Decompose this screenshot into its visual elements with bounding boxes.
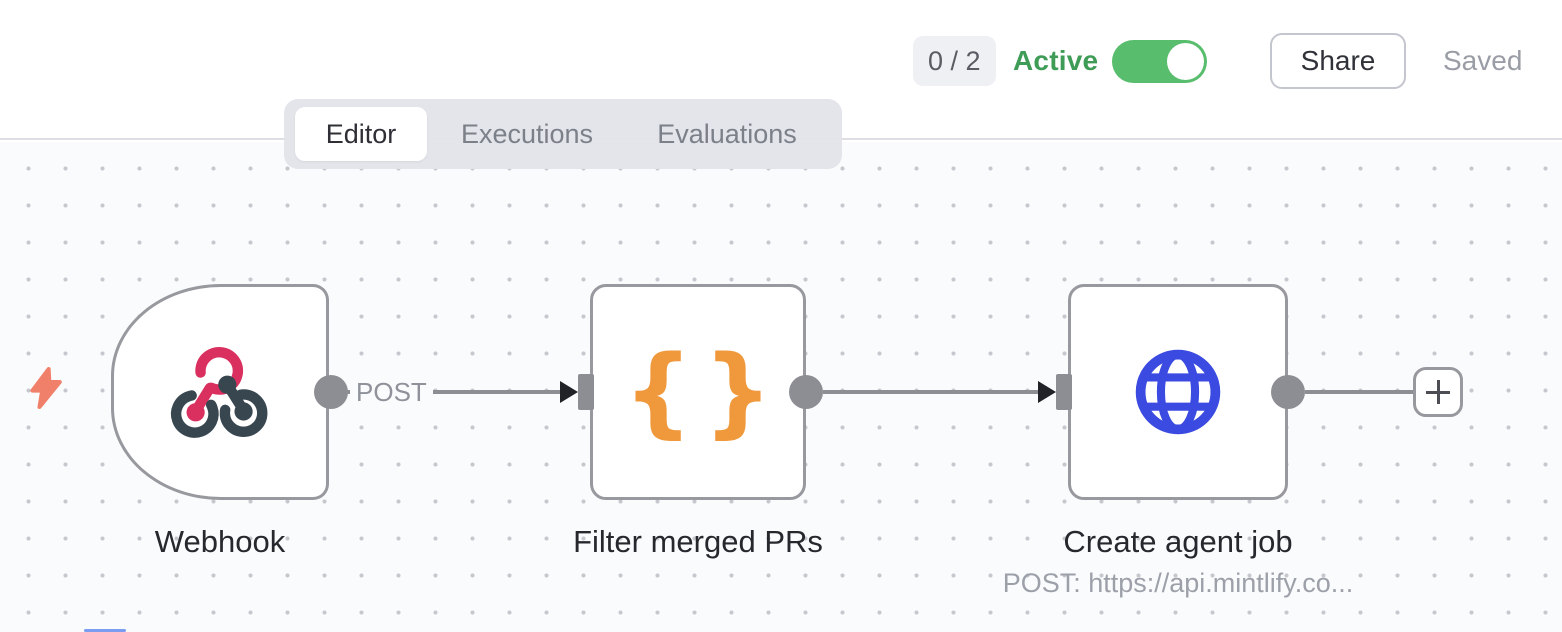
node-label-webhook: Webhook — [154, 524, 286, 559]
node-label-filter: Filter merged PRs — [573, 524, 823, 559]
curly-braces-icon: {} — [623, 335, 783, 449]
tab-evaluations[interactable]: Evaluations — [657, 118, 797, 149]
trigger-bolt-icon — [30, 367, 62, 409]
output-port-webhook[interactable] — [314, 375, 348, 409]
node-label-http: Create agent job — [1063, 524, 1293, 559]
edge-webhook-filter — [347, 390, 561, 394]
workflow-canvas[interactable]: POST {} — [0, 142, 1562, 632]
webhook-icon — [170, 346, 268, 438]
node-sublabel-http: POST: https://api.mintlify.co... — [1002, 568, 1354, 598]
issue-counter-badge[interactable]: 0 / 2 — [913, 36, 996, 86]
globe-icon — [1135, 349, 1221, 435]
node-create-agent-job[interactable] — [1068, 284, 1288, 500]
node-webhook[interactable] — [111, 284, 329, 500]
plus-icon — [1436, 380, 1440, 404]
edge-arrowhead — [560, 381, 578, 403]
share-button[interactable]: Share — [1270, 33, 1406, 89]
toggle-knob — [1167, 43, 1204, 80]
edge-filter-http — [823, 390, 1039, 394]
edge-http-add — [1305, 390, 1415, 394]
tab-executions[interactable]: Executions — [460, 118, 594, 149]
active-label: Active — [1013, 45, 1099, 76]
output-port-filter[interactable] — [789, 375, 823, 409]
output-port-http[interactable] — [1271, 375, 1305, 409]
input-port-http[interactable] — [1056, 374, 1072, 410]
saved-status: Saved — [1443, 45, 1523, 76]
edge-arrowhead — [1038, 381, 1056, 403]
node-filter-merged-prs[interactable]: {} — [590, 284, 806, 500]
view-tabs: Editor Executions Evaluations — [284, 99, 842, 169]
input-port-filter[interactable] — [578, 374, 594, 410]
partial-node-peek — [84, 629, 126, 632]
tab-editor[interactable]: Editor — [295, 107, 427, 161]
active-toggle[interactable] — [1112, 40, 1207, 83]
edge-label-post: POST — [350, 376, 433, 408]
add-node-button[interactable] — [1413, 367, 1463, 417]
